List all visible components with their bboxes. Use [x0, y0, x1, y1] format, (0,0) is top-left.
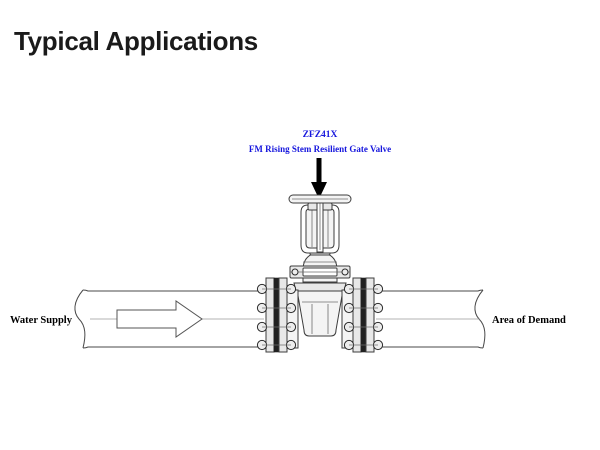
callout-model-code: ZFZ41X — [303, 130, 338, 140]
handwheel — [288, 194, 352, 204]
page-title: Typical Applications — [14, 26, 258, 56]
valve-body — [293, 282, 347, 337]
right-arrow-icon — [116, 300, 203, 338]
flange-right — [341, 277, 384, 353]
flange-left-bolts — [256, 283, 297, 351]
down-arrow-icon — [311, 158, 327, 199]
outlet-label: Area of Demand — [492, 315, 566, 326]
rising-stem — [316, 199, 324, 253]
callout-description: FM Rising Stem Resilient Gate Valve — [249, 144, 391, 154]
inlet-label: Water Supply — [10, 315, 73, 326]
flange-left — [256, 277, 299, 353]
flange-right-bolts — [343, 283, 384, 351]
